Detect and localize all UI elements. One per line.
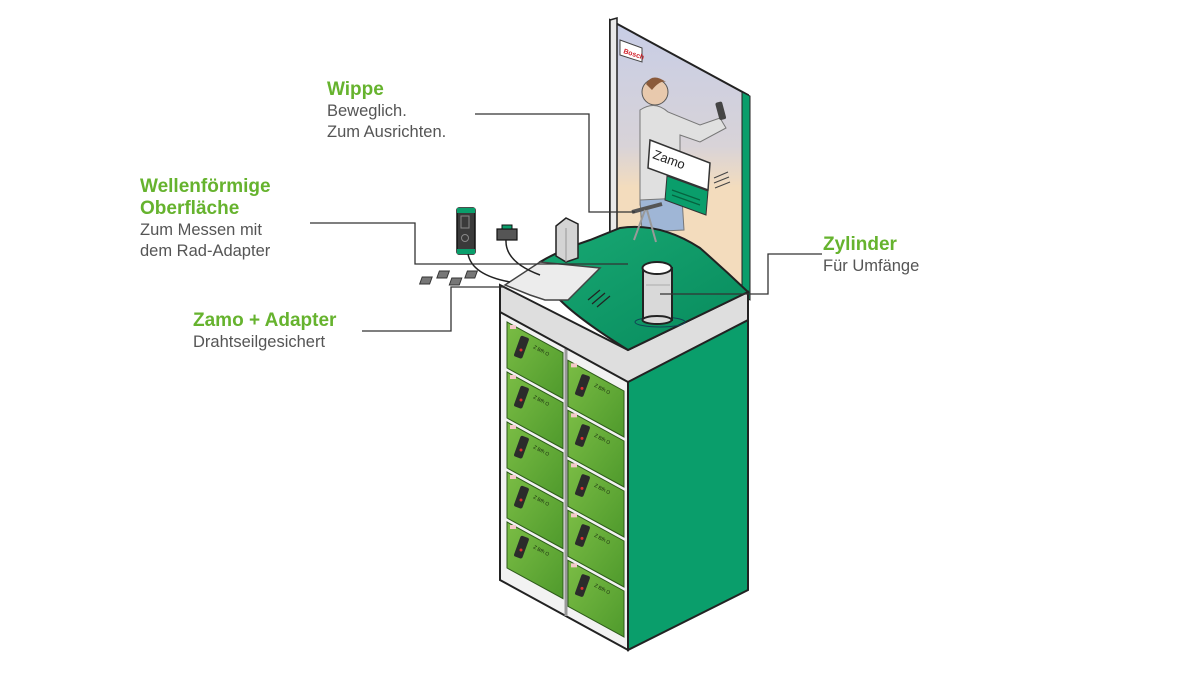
compartment-label-tag bbox=[510, 425, 516, 429]
leader-line-zamo bbox=[362, 286, 505, 332]
compartment-label-tag bbox=[571, 363, 577, 368]
box-device bbox=[555, 217, 579, 263]
compartment-label-tag bbox=[571, 513, 577, 518]
compartment-device-led bbox=[519, 348, 523, 352]
compartment-label-tag bbox=[510, 525, 516, 529]
surface-wave-marks bbox=[587, 289, 611, 308]
compartment-device-led bbox=[580, 486, 584, 490]
wippe-rocker bbox=[631, 202, 663, 243]
compartment-device-icon bbox=[514, 535, 529, 559]
compartment-device-icon bbox=[575, 574, 590, 597]
callout-wellenfoermige-oberflaeche: Wellenförmige Oberfläche Zum Messen mit … bbox=[140, 176, 271, 263]
compartment-label-tag bbox=[571, 413, 577, 418]
compartment-device-led bbox=[580, 436, 584, 440]
leader-line-zylinder bbox=[660, 253, 822, 295]
compartment-device-icon bbox=[514, 485, 529, 509]
compartment-label-tag bbox=[571, 463, 577, 468]
compartment-device-led bbox=[519, 498, 523, 502]
callout-zamo-line-1: Drahtseilgesichert bbox=[193, 332, 326, 351]
leader-line-wellen bbox=[310, 222, 628, 265]
compartment-device-led bbox=[580, 586, 584, 590]
poster-person bbox=[639, 77, 727, 233]
compartment-device-led bbox=[580, 536, 584, 540]
compartment-device-icon bbox=[575, 474, 590, 497]
compartment-device-led bbox=[519, 548, 523, 552]
compartment-device-icon bbox=[514, 435, 529, 459]
compartment-device-icon bbox=[514, 335, 529, 359]
compartment-grid: Z Bfh OZ Bfh OZ Bfh OZ Bfh OZ Bfh OZ Bfh… bbox=[506, 321, 625, 638]
compartment-label-tag bbox=[510, 475, 516, 479]
adapter-slots bbox=[418, 270, 479, 286]
compartment-label-tag bbox=[510, 375, 516, 379]
callout-zamo-title: Zamo + Adapter bbox=[193, 310, 337, 331]
compartment-device-icon bbox=[514, 385, 529, 409]
callout-wippe-line-2: Zum Ausrichten. bbox=[327, 123, 447, 142]
compartment-device-icon bbox=[575, 424, 590, 447]
compartment-device-icon bbox=[575, 524, 590, 547]
compartment-device-led bbox=[519, 398, 523, 402]
callout-wippe-line-1: Beweglich. bbox=[327, 101, 407, 120]
compartment-label-tag bbox=[510, 325, 516, 329]
compartment-device-icon bbox=[575, 374, 590, 397]
leader-line-wippe bbox=[475, 113, 635, 213]
callout-zylinder: Zylinder Für Umfänge bbox=[823, 234, 919, 277]
callout-wellen-line-1: Zum Messen mit bbox=[140, 220, 262, 239]
callout-wippe: Wippe Beweglich. Zum Ausrichten. bbox=[327, 79, 446, 144]
poster-motion-lines bbox=[713, 171, 731, 189]
cylinder-object bbox=[634, 261, 686, 328]
leader-lines bbox=[310, 113, 822, 332]
callout-wellen-title-2: Oberfläche bbox=[140, 197, 240, 219]
compartment-device-led bbox=[519, 448, 523, 452]
adapter-tray bbox=[503, 261, 602, 301]
callout-zylinder-title: Zylinder bbox=[823, 234, 897, 255]
compartment-label-tag bbox=[571, 563, 577, 568]
callout-wippe-title: Wippe bbox=[327, 79, 384, 100]
callout-zylinder-line-1: Für Umfänge bbox=[823, 256, 920, 275]
compartment-device-led bbox=[580, 386, 584, 390]
callout-wellen-line-2: dem Rad-Adapter bbox=[140, 242, 271, 261]
wheel-adapter bbox=[496, 224, 541, 276]
zamo-device bbox=[456, 207, 511, 283]
callout-wellen-title-1: Wellenförmige bbox=[140, 176, 271, 197]
callout-zamo-adapter: Zamo + Adapter Drahtseilgesichert bbox=[193, 310, 336, 353]
